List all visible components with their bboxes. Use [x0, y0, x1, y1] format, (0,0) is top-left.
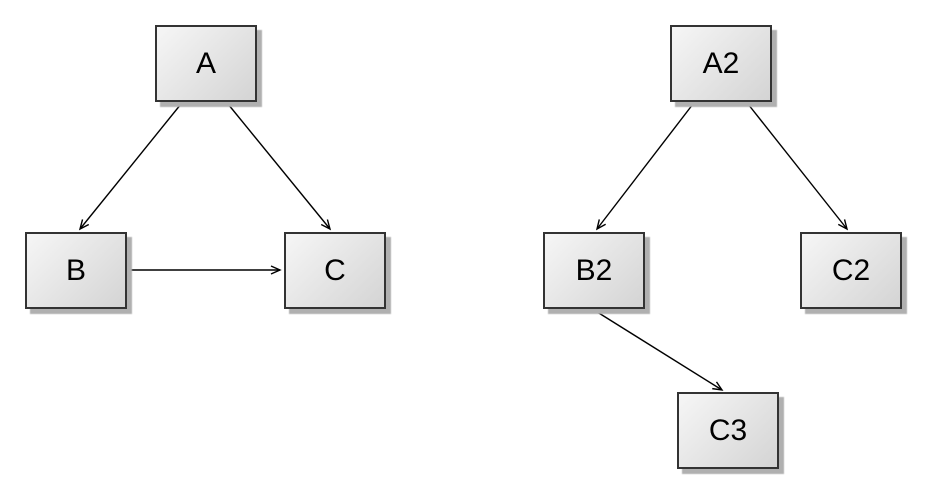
node-label: B2 — [575, 253, 613, 287]
node-label: A2 — [702, 46, 740, 80]
edge-A2-C2 — [747, 103, 849, 231]
node-B2: B2 — [543, 232, 645, 309]
edge-B2-C3 — [593, 309, 724, 391]
node-A2: A2 — [670, 25, 772, 102]
node-C3: C3 — [677, 392, 779, 469]
node-label: C3 — [708, 413, 748, 447]
edge-A-C — [227, 103, 332, 231]
node-label: A — [195, 46, 216, 80]
edge-A2-B2 — [595, 103, 694, 231]
node-A: A — [155, 25, 257, 102]
node-label: C — [324, 253, 346, 287]
node-C: C — [284, 232, 386, 309]
node-C2: C2 — [800, 232, 902, 309]
edge-A-B — [78, 103, 182, 231]
node-label: C2 — [831, 253, 871, 287]
node-B: B — [25, 232, 127, 309]
node-label: B — [65, 253, 86, 287]
